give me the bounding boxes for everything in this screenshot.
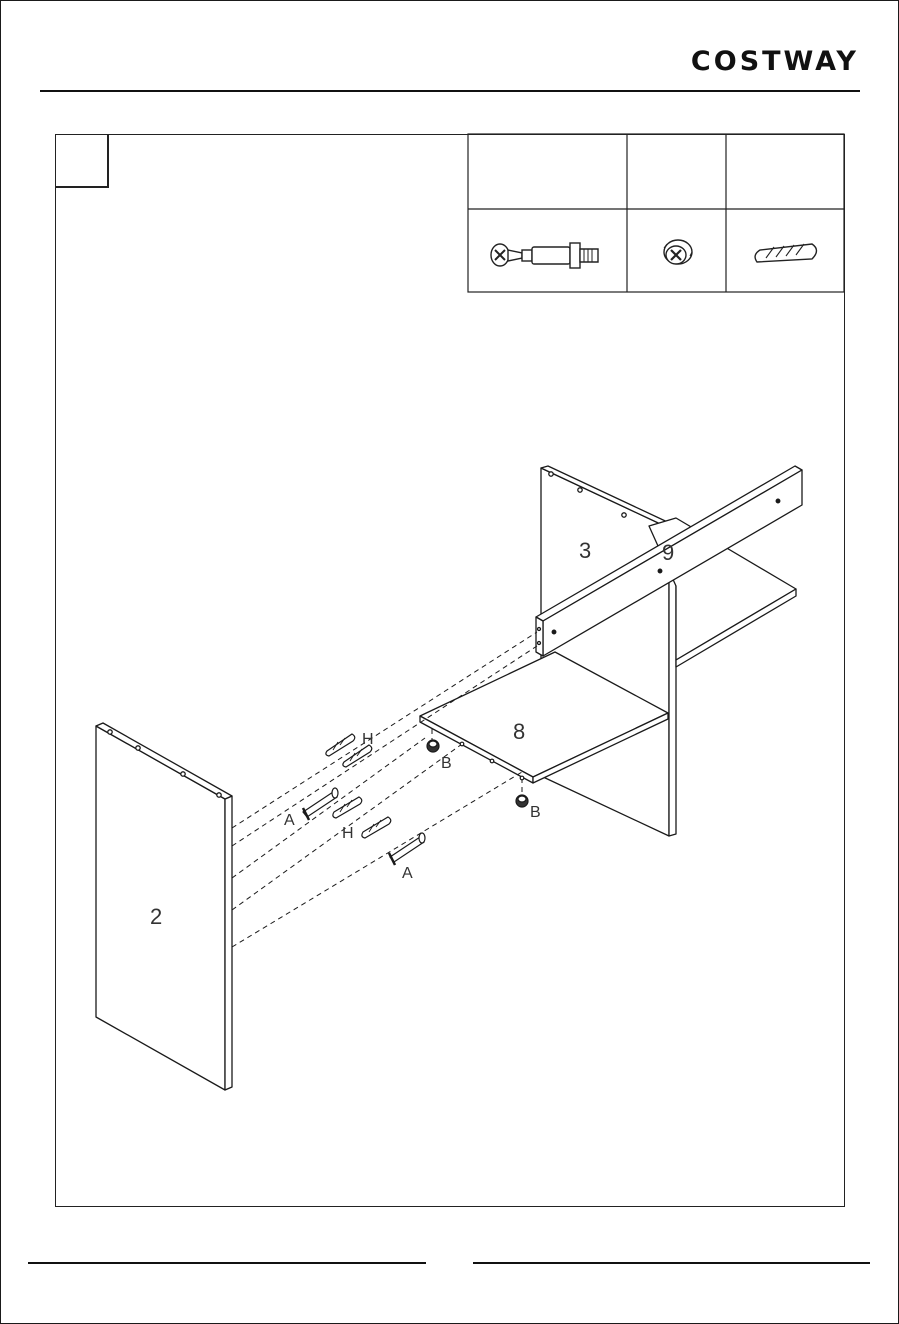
callout-a-2: A (402, 865, 413, 882)
callout-b-2: B (530, 804, 541, 821)
panel-3 (541, 468, 669, 836)
callout-h-2: H (342, 825, 354, 842)
callout-b-1: B (441, 755, 452, 772)
footer-divider-left (28, 1262, 426, 1264)
footer-divider-right (473, 1262, 870, 1264)
callout-a-1: A (284, 812, 295, 829)
dowel-icon (333, 797, 362, 818)
cam-lock-icon (427, 740, 439, 752)
part-label-8: 8 (513, 719, 525, 744)
dowel-icon (343, 745, 372, 767)
part-label-3: 3 (579, 538, 591, 563)
part-label-2: 2 (150, 904, 162, 929)
dowel-icon (362, 817, 391, 838)
cam-lock-icon (516, 795, 528, 807)
part-label-9: 9 (662, 540, 674, 565)
dowel-icon (326, 734, 355, 756)
guide-lines (232, 632, 537, 947)
callout-h-1: H (362, 731, 374, 748)
